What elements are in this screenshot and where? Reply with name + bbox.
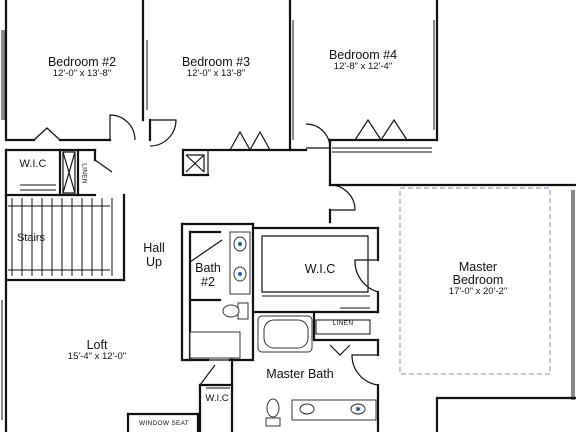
faucet bbox=[238, 242, 242, 246]
door-swing bbox=[189, 239, 223, 263]
toilet-bowl bbox=[266, 398, 280, 418]
door-swing bbox=[305, 123, 331, 149]
closet-shelf bbox=[340, 295, 370, 309]
bifold-door bbox=[33, 127, 61, 141]
stairs-label: Stairs bbox=[16, 232, 46, 244]
window bbox=[1, 30, 5, 120]
master-bedroom-name-line2: Bedroom bbox=[452, 273, 504, 287]
loft-name: Loft bbox=[86, 338, 108, 352]
wic-left-label: W.I.C bbox=[19, 158, 47, 170]
loft-dims: 15'-4" x 12'-0" bbox=[67, 351, 127, 362]
bath-2-label-line1: Bath bbox=[195, 261, 221, 275]
bedroom-4-name: Bedroom #4 bbox=[328, 48, 398, 62]
door-swing bbox=[199, 364, 216, 386]
hall-label-line2: Up bbox=[146, 255, 162, 269]
wall bbox=[180, 222, 210, 362]
master-bedroom-name-line1: Master bbox=[458, 260, 498, 274]
door-swing bbox=[149, 119, 177, 147]
linen-vertical-label: LINEN bbox=[80, 163, 88, 184]
bathtub bbox=[189, 331, 241, 359]
window-seat-label: WINDOW SEAT bbox=[138, 420, 190, 427]
wall bbox=[4, 0, 36, 142]
bedroom-4-dims: 12'-8" x 12'-4" bbox=[333, 61, 393, 72]
hall-label-line1: Hall bbox=[143, 241, 165, 255]
tray-ceiling-outline bbox=[399, 187, 551, 375]
bifold-door bbox=[354, 118, 408, 142]
master-bath-label: Master Bath bbox=[266, 367, 334, 381]
wall bbox=[312, 310, 380, 342]
door-swing bbox=[329, 184, 356, 211]
bath-2-label-line2: #2 bbox=[201, 275, 215, 289]
toilet-bowl bbox=[222, 304, 240, 318]
stair-treads bbox=[11, 198, 113, 276]
closet-shelf bbox=[62, 151, 76, 194]
closet-shelf bbox=[332, 147, 432, 153]
closet-shelf bbox=[185, 154, 205, 173]
linen-master-label: LINEN bbox=[332, 320, 354, 327]
bifold-door bbox=[329, 344, 351, 356]
closet-shelf bbox=[315, 319, 371, 335]
door-swing bbox=[351, 354, 379, 386]
faucet bbox=[238, 272, 242, 276]
door-swing bbox=[94, 159, 113, 173]
master-bedroom-dims: 17'-0" x 20'-2" bbox=[448, 286, 508, 297]
stair-rail bbox=[8, 205, 110, 271]
bedroom-3-name: Bedroom #3 bbox=[181, 55, 251, 69]
closet-shelf bbox=[190, 149, 209, 175]
wall bbox=[126, 412, 200, 432]
wall bbox=[181, 148, 210, 177]
wic-small-label: W.I.C bbox=[205, 393, 229, 404]
bedroom-2-dims: 12'-0" x 13'-8" bbox=[52, 68, 112, 79]
wall bbox=[261, 235, 369, 293]
door-swing bbox=[109, 114, 136, 141]
closet-shelf bbox=[20, 184, 56, 191]
window bbox=[571, 190, 575, 400]
wic-master-label: W.I.C bbox=[304, 262, 336, 276]
toilet-tank bbox=[265, 417, 281, 427]
bathtub-basin bbox=[263, 319, 309, 349]
bedroom-2-name: Bedroom #2 bbox=[47, 55, 117, 69]
bedroom-3-dims: 12'-0" x 13'-8" bbox=[186, 68, 246, 79]
sink bbox=[299, 403, 315, 415]
door-swing bbox=[354, 259, 379, 293]
faucet bbox=[356, 407, 360, 411]
wall bbox=[228, 222, 255, 362]
bifold-door bbox=[229, 130, 271, 152]
